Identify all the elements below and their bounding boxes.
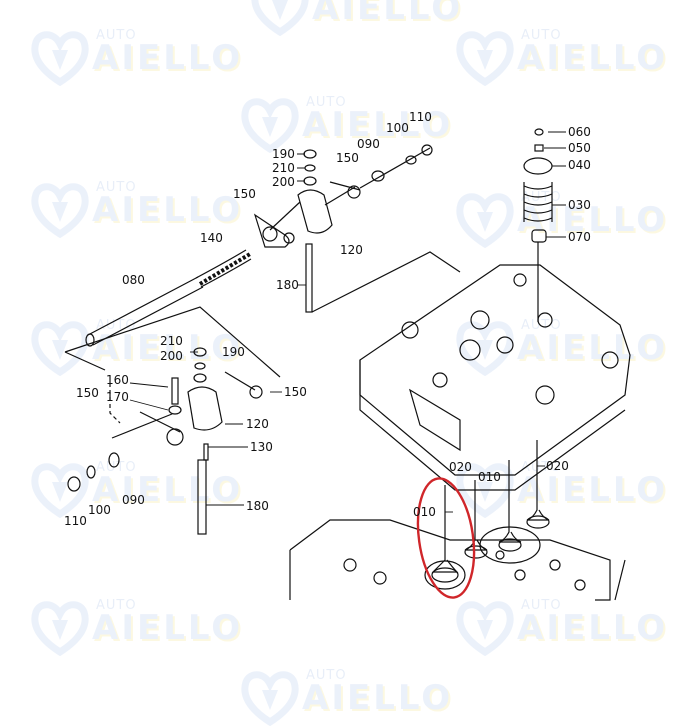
svg-text:110: 110 bbox=[409, 110, 432, 124]
svg-text:090: 090 bbox=[357, 137, 380, 151]
leader-lines bbox=[129, 131, 566, 513]
svg-text:150: 150 bbox=[233, 187, 256, 201]
svg-text:100: 100 bbox=[386, 121, 409, 135]
svg-text:140: 140 bbox=[200, 231, 223, 245]
svg-text:120: 120 bbox=[340, 243, 363, 257]
svg-text:150: 150 bbox=[76, 386, 99, 400]
svg-text:190: 190 bbox=[222, 345, 245, 359]
svg-text:050: 050 bbox=[568, 141, 591, 155]
svg-text:200: 200 bbox=[160, 349, 183, 363]
highlight-ellipse bbox=[416, 477, 476, 599]
exploded-parts-diagram: 190 210 200 150 090 100 110 150 140 120 … bbox=[64, 110, 631, 601]
svg-text:180: 180 bbox=[246, 499, 269, 513]
svg-text:110: 110 bbox=[64, 514, 87, 528]
svg-text:030: 030 bbox=[568, 198, 591, 212]
svg-text:020: 020 bbox=[449, 460, 472, 474]
svg-text:160: 160 bbox=[106, 373, 129, 387]
svg-text:120: 120 bbox=[246, 417, 269, 431]
rocker-shaft bbox=[85, 249, 252, 347]
svg-text:200: 200 bbox=[272, 175, 295, 189]
part-labels: 190 210 200 150 090 100 110 150 140 120 … bbox=[64, 110, 591, 528]
svg-text:090: 090 bbox=[122, 493, 145, 507]
svg-text:180: 180 bbox=[276, 278, 299, 292]
svg-text:210: 210 bbox=[160, 334, 183, 348]
svg-text:210: 210 bbox=[272, 161, 295, 175]
svg-text:080: 080 bbox=[122, 273, 145, 287]
cylinder-head bbox=[359, 264, 631, 491]
svg-text:060: 060 bbox=[568, 125, 591, 139]
svg-text:170: 170 bbox=[106, 390, 129, 404]
svg-text:070: 070 bbox=[568, 230, 591, 244]
svg-text:100: 100 bbox=[88, 503, 111, 517]
svg-text:040: 040 bbox=[568, 158, 591, 172]
engine-block bbox=[289, 519, 626, 601]
svg-text:190: 190 bbox=[272, 147, 295, 161]
svg-text:150: 150 bbox=[284, 385, 307, 399]
svg-text:020: 020 bbox=[546, 459, 569, 473]
svg-text:150: 150 bbox=[336, 151, 359, 165]
svg-text:130: 130 bbox=[250, 440, 273, 454]
svg-text:010: 010 bbox=[478, 470, 501, 484]
svg-text:010: 010 bbox=[413, 505, 436, 519]
lower-rocker-assembly bbox=[64, 306, 281, 535]
valve-spring-stack bbox=[523, 128, 553, 322]
